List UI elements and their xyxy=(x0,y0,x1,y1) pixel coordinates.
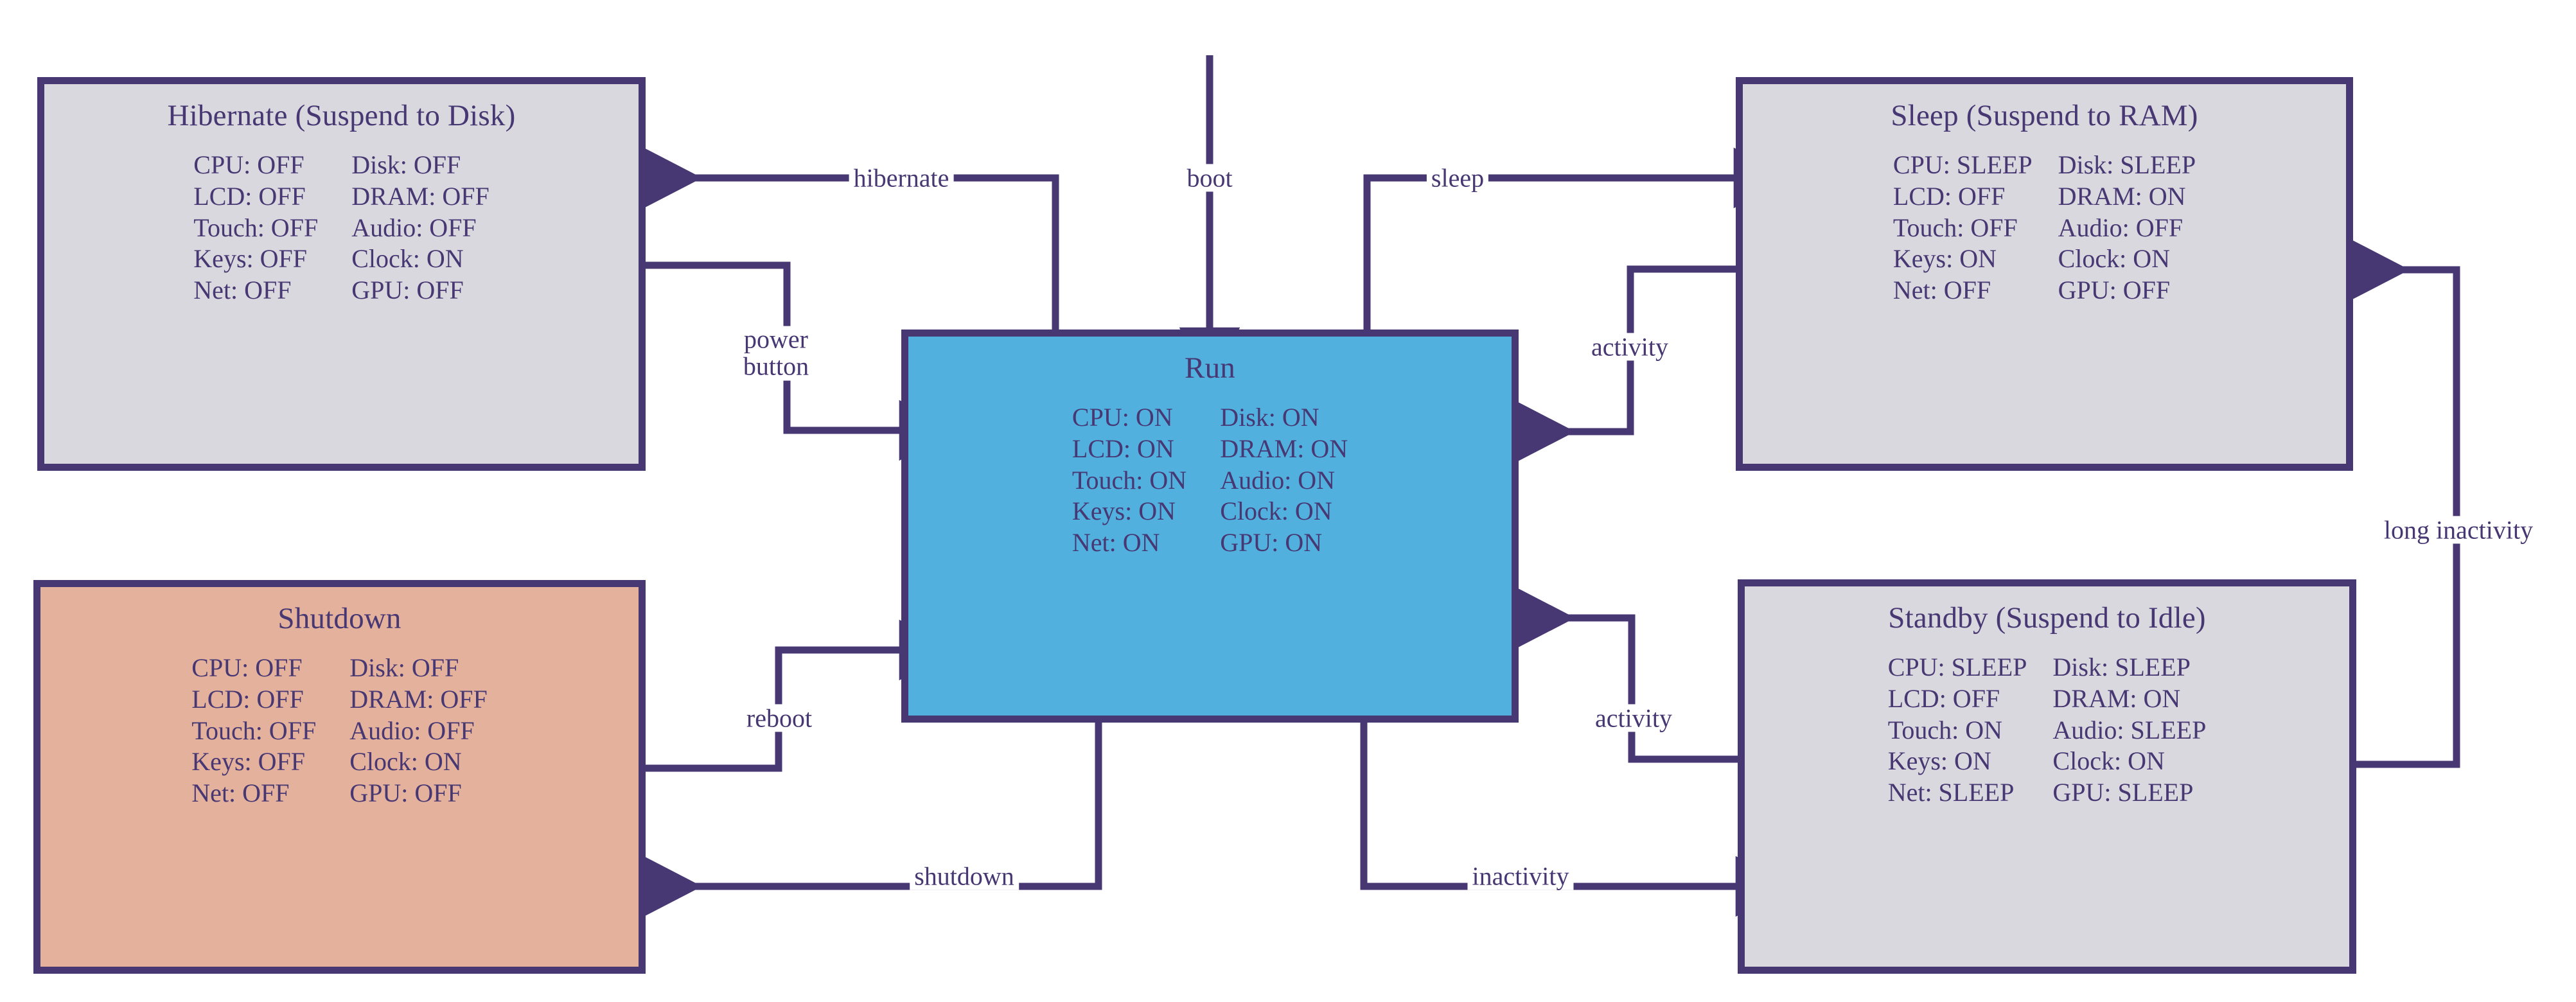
state-title-standby: Standby (Suspend to Idle) xyxy=(1888,601,2206,635)
state-attributes-sleep: CPU: SLEEP Disk: SLEEP LCD: OFF DRAM: ON… xyxy=(1893,150,2196,306)
attr-touch: Touch: OFF xyxy=(191,716,317,745)
attr-keys: Keys: ON xyxy=(1887,746,1991,776)
attr-touch: Touch: ON xyxy=(1887,715,2002,744)
edge-label-shutdown: shutdown xyxy=(910,862,1019,890)
attr-net: Net: SLEEP xyxy=(1887,778,2015,807)
state-title-run: Run xyxy=(1185,351,1235,385)
edge-label-power-button-line1: power xyxy=(744,324,808,354)
attr-dram: DRAM: ON xyxy=(2052,683,2181,713)
attr-cpu: CPU: ON xyxy=(1072,403,1173,432)
attr-audio: Audio: OFF xyxy=(2058,213,2183,242)
state-box-shutdown[interactable]: Shutdown CPU: OFF Disk: OFF LCD: OFF DRA… xyxy=(33,580,646,974)
attr-disk: Disk: SLEEP xyxy=(2052,653,2191,681)
state-box-run[interactable]: Run CPU: ON Disk: ON LCD: ON DRAM: ON To… xyxy=(901,330,1519,723)
attr-net: Net: OFF xyxy=(191,778,290,808)
edge-label-power-button-line2: button xyxy=(743,352,809,381)
attr-dram: DRAM: OFF xyxy=(351,181,490,211)
state-title-sleep: Sleep (Suspend to RAM) xyxy=(1891,99,2198,132)
attr-clock: Clock: ON xyxy=(349,747,462,777)
attr-keys: Keys: ON xyxy=(1892,244,1997,274)
attr-clock: Clock: ON xyxy=(351,244,464,274)
state-title-hibernate: Hibernate (Suspend to Disk) xyxy=(167,99,516,132)
edge-hibernate xyxy=(643,147,1059,330)
state-attributes-shutdown: CPU: OFF Disk: OFF LCD: OFF DRAM: OFF To… xyxy=(191,653,487,809)
attr-touch: Touch: OFF xyxy=(1892,213,2018,242)
attr-lcd: LCD: OFF xyxy=(1887,683,2000,713)
attr-gpu: GPU: ON xyxy=(1220,528,1323,558)
attr-audio: Audio: SLEEP xyxy=(2052,715,2207,744)
attr-gpu: GPU: OFF xyxy=(2058,276,2171,305)
attr-clock: Clock: ON xyxy=(2058,244,2171,274)
attr-disk: Disk: ON xyxy=(1220,403,1319,432)
edge-label-long-inactivity: long inactivity xyxy=(2379,516,2538,544)
edge-label-power-button: power button xyxy=(738,324,814,381)
attr-lcd: LCD: OFF xyxy=(193,181,306,211)
state-box-standby[interactable]: Standby (Suspend to Idle) CPU: SLEEP Dis… xyxy=(1738,579,2356,974)
attr-gpu: GPU: OFF xyxy=(349,778,462,808)
attr-disk: Disk: OFF xyxy=(351,150,461,179)
attr-audio: Audio: ON xyxy=(1220,465,1336,495)
edge-shutdown xyxy=(643,723,1102,917)
attr-gpu: GPU: SLEEP xyxy=(2052,778,2194,807)
state-box-hibernate[interactable]: Hibernate (Suspend to Disk) CPU: OFF Dis… xyxy=(37,77,646,471)
attr-dram: DRAM: ON xyxy=(1220,434,1348,463)
attr-cpu: CPU: OFF xyxy=(193,150,304,179)
state-attributes-run: CPU: ON Disk: ON LCD: ON DRAM: ON Touch:… xyxy=(1072,403,1348,558)
attr-audio: Audio: OFF xyxy=(351,213,477,242)
state-attributes-standby: CPU: SLEEP Disk: SLEEP LCD: OFF DRAM: ON… xyxy=(1888,653,2207,808)
edge-label-hibernate: hibernate xyxy=(849,164,954,192)
attr-clock: Clock: ON xyxy=(1220,497,1332,526)
attr-net: Net: ON xyxy=(1072,528,1160,558)
attr-disk: Disk: OFF xyxy=(349,653,459,682)
edge-label-reboot: reboot xyxy=(741,704,817,732)
edge-label-activity-sleep: activity xyxy=(1587,333,1673,361)
edge-label-sleep: sleep xyxy=(1426,164,1489,192)
attr-lcd: LCD: OFF xyxy=(191,684,304,714)
edge-label-inactivity: inactivity xyxy=(1467,862,1574,890)
edge-label-activity-standby: activity xyxy=(1591,704,1677,732)
attr-cpu: CPU: OFF xyxy=(191,653,303,682)
attr-keys: Keys: OFF xyxy=(193,244,307,274)
attr-net: Net: OFF xyxy=(1892,276,1991,305)
attr-dram: DRAM: OFF xyxy=(349,684,488,714)
state-title-shutdown: Shutdown xyxy=(278,602,401,635)
attr-clock: Clock: ON xyxy=(2052,746,2165,776)
edge-activity-standby xyxy=(1516,587,1738,763)
attr-gpu: GPU: OFF xyxy=(351,276,464,305)
state-box-sleep[interactable]: Sleep (Suspend to RAM) CPU: SLEEP Disk: … xyxy=(1736,77,2353,471)
attr-lcd: LCD: OFF xyxy=(1892,181,2006,211)
edge-sleep xyxy=(1363,147,1792,330)
attr-dram: DRAM: ON xyxy=(2058,181,2186,211)
attr-touch: Touch: ON xyxy=(1072,465,1187,495)
attr-touch: Touch: OFF xyxy=(193,213,319,242)
attr-audio: Audio: OFF xyxy=(349,716,475,745)
attr-keys: Keys: ON xyxy=(1072,497,1176,526)
attr-disk: Disk: SLEEP xyxy=(2058,150,2196,179)
attr-net: Net: OFF xyxy=(193,276,292,305)
edge-label-boot: boot xyxy=(1182,164,1237,192)
attr-cpu: CPU: SLEEP xyxy=(1887,653,2027,681)
attr-lcd: LCD: ON xyxy=(1072,434,1174,463)
state-attributes-hibernate: CPU: OFF Disk: OFF LCD: OFF DRAM: OFF To… xyxy=(193,150,489,306)
attr-cpu: CPU: SLEEP xyxy=(1892,150,2033,179)
attr-keys: Keys: OFF xyxy=(191,747,305,777)
